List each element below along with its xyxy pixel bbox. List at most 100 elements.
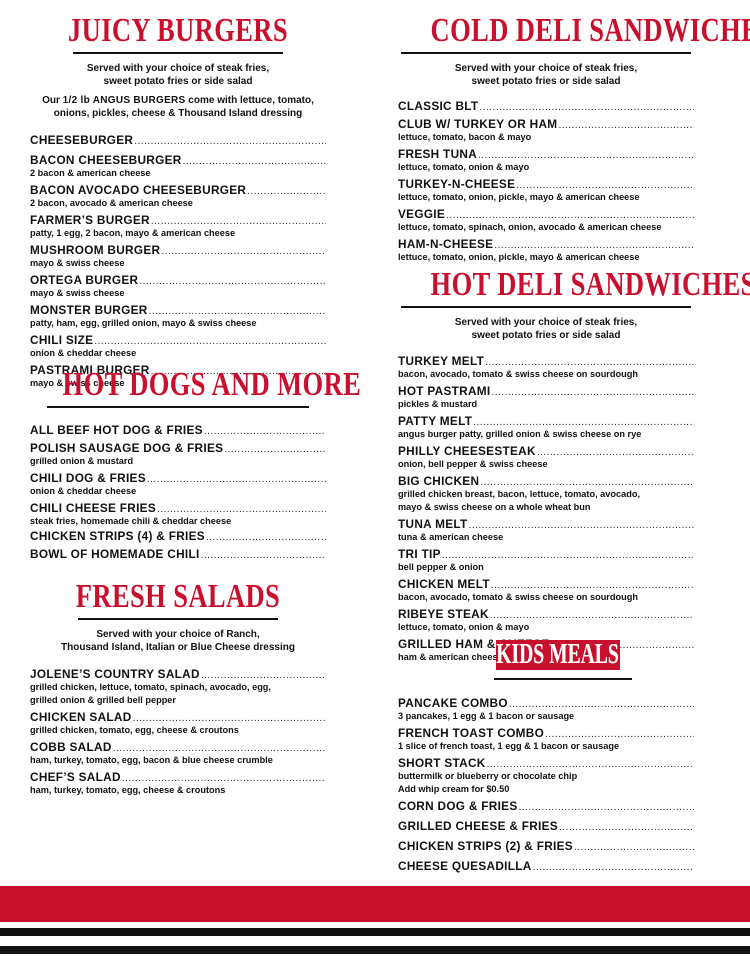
item-name: HAM-N-CHEESE <box>398 237 494 251</box>
menu-item: PANCAKE COMBO 3 pancakes, 1 egg & 1 baco… <box>398 696 694 722</box>
item-description: grilled onion & grilled bell pepper <box>30 695 176 705</box>
section-note: Served with your choice of steak fries, … <box>30 63 326 88</box>
item-description: patty, ham, egg, grilled onion, mayo & s… <box>30 318 257 328</box>
menu-item: HAM-N-CHEESE lettuce, tomato, onion, pic… <box>398 237 694 263</box>
menu-item: FARMER’S BURGER patty, 1 egg, 2 bacon, m… <box>30 213 326 239</box>
item-name: PHILLY CHEESESTEAK <box>398 444 536 458</box>
menu-item: CHEESEBURGER <box>30 133 326 149</box>
hot-dogs-title: Hot Dogs and More <box>62 366 362 403</box>
item-description: Add whip cream for $0.50 <box>398 784 510 794</box>
menu-item: CHEF’S SALAD ham, turkey, tomato, egg, c… <box>30 770 326 796</box>
menu-item: JOLENE’S COUNTRY SALAD grilled chicken, … <box>30 667 326 706</box>
item-name: ORTEGA BURGER <box>30 273 139 287</box>
menu-list: ALL BEEF HOT DOG & FRIES POLISH SAUSAGE … <box>30 423 326 563</box>
dot-leader <box>442 549 694 563</box>
item-name: CLUB W/ TURKEY OR HAM <box>398 117 558 131</box>
dot-leader <box>574 841 694 855</box>
item-description: grilled chicken, lettuce, tomato, spinac… <box>30 682 271 692</box>
menu-item: FRESH TUNA lettuce, tomato, onion & mayo <box>398 147 694 173</box>
dot-leader <box>558 119 694 133</box>
dot-leader <box>224 443 326 457</box>
item-name: CHEESE QUESADILLA <box>398 859 532 873</box>
menu-item: RIBEYE STEAK lettuce, tomato, onion & ma… <box>398 607 694 633</box>
item-name: CHILI DOG & FRIES <box>30 471 146 485</box>
menu-item: CLASSIC BLT <box>398 99 694 115</box>
menu-item: CORN DOG & FRIES <box>398 799 694 815</box>
item-name: CORN DOG & FRIES <box>398 799 518 813</box>
item-description: mayo & swiss cheese on a whole wheat bun <box>398 502 591 512</box>
section-note: Served with your choice of steak fries, … <box>398 317 694 342</box>
note-line: Our 1/2 lb ANGUS BURGERS come with lettu… <box>42 95 314 106</box>
dot-leader <box>151 215 326 229</box>
item-description: grilled chicken, tomato, egg, cheese & c… <box>30 725 239 735</box>
menu-item: BACON CHEESEBURGER 2 bacon & american ch… <box>30 153 326 179</box>
menu-item: BACON AVOCADO CHEESEBURGER 2 bacon, avoc… <box>30 183 326 209</box>
menu-item: CLUB W/ TURKEY OR HAM lettuce, tomato, b… <box>398 117 694 143</box>
dot-leader <box>94 335 326 349</box>
item-name: JOLENE’S COUNTRY SALAD <box>30 667 200 681</box>
dot-leader <box>485 356 694 370</box>
note-line: Served with your choice of Ranch, <box>96 629 260 640</box>
item-name: CHICKEN STRIPS (2) & FRIES <box>398 839 573 853</box>
title-rule <box>78 618 278 620</box>
item-name: ALL BEEF HOT DOG & FRIES <box>30 423 203 437</box>
kids-meals-banner: Kids Meals <box>496 639 620 670</box>
dot-leader <box>133 712 326 726</box>
item-name: PATTY MELT <box>398 414 473 428</box>
item-description: grilled chicken breast, bacon, lettuce, … <box>398 489 641 499</box>
dot-leader <box>479 101 694 115</box>
dot-leader <box>247 185 326 199</box>
item-description: steak fries, homemade chili & cheddar ch… <box>30 516 232 526</box>
menu-list: PANCAKE COMBO 3 pancakes, 1 egg & 1 baco… <box>398 696 694 875</box>
dot-leader <box>487 758 694 772</box>
item-name: VEGGIE <box>398 207 446 221</box>
item-name: SHORT STACK <box>398 756 486 770</box>
item-name: TRI TIP <box>398 547 441 561</box>
title-rule <box>73 52 283 54</box>
footer-black-stripe <box>0 946 750 954</box>
item-name: PANCAKE COMBO <box>398 696 508 710</box>
note-line: sweet potato fries or side salad <box>471 75 621 87</box>
item-description: onion & cheddar cheese <box>30 486 137 496</box>
item-description: angus burger patty, grilled onion & swis… <box>398 429 642 439</box>
note-line: Served with your choice of steak fries, <box>86 63 270 74</box>
menu-item: PHILLY CHEESESTEAK onion, bell pepper & … <box>398 444 694 470</box>
dot-leader <box>494 239 694 253</box>
title-rule <box>401 52 691 54</box>
menu-item: ORTEGA BURGER mayo & swiss cheese <box>30 273 326 299</box>
dot-leader <box>113 742 326 756</box>
item-name: FRENCH TOAST COMBO <box>398 726 545 740</box>
item-description: grilled onion & mustard <box>30 456 134 466</box>
item-description: bacon, avocado, tomato & swiss cheese on… <box>398 369 638 379</box>
item-name: FARMER’S BURGER <box>30 213 150 227</box>
menu-item: VEGGIE lettuce, tomato, spinach, onion, … <box>398 207 694 233</box>
cold-deli-section: Cold Deli Sandwiches Served with your ch… <box>398 12 750 263</box>
item-description: mayo & swiss cheese <box>30 378 125 388</box>
menu-list: CHEESEBURGER BACON CHEESEBURGER 2 bacon … <box>30 133 326 389</box>
item-name: TURKEY-N-CHEESE <box>398 177 516 191</box>
dot-leader <box>204 425 326 439</box>
menu-item: TUNA MELT tuna & american cheese <box>398 517 694 543</box>
item-description: 2 bacon, avocado & american cheese <box>30 198 193 208</box>
dot-leader <box>509 698 694 712</box>
item-description: ham, turkey, tomato, egg, cheese & crout… <box>30 785 226 795</box>
menu-item: CHILI CHEESE FRIES steak fries, homemade… <box>30 501 326 527</box>
item-description: lettuce, tomato, bacon & mayo <box>398 132 532 142</box>
menu-item: COBB SALAD ham, turkey, tomato, egg, bac… <box>30 740 326 766</box>
menu-item: BIG CHICKEN grilled chicken breast, baco… <box>398 474 694 513</box>
angus-note: Our 1/2 lb ANGUS BURGERS come with lettu… <box>30 95 326 120</box>
footer-black-stripe <box>0 928 750 936</box>
cold-deli-title: Cold Deli Sandwiches <box>430 12 750 49</box>
item-name: HOT PASTRAMI <box>398 384 491 398</box>
fresh-salads-section: Fresh Salads Served with your choice of … <box>30 580 326 796</box>
section-note: Served with your choice of Ranch, Thousa… <box>30 629 326 654</box>
item-name: POLISH SAUSAGE DOG & FRIES <box>30 441 224 455</box>
menu-item: HOT PASTRAMI pickles & mustard <box>398 384 694 410</box>
dot-leader <box>480 476 694 490</box>
item-name: CHICKEN SALAD <box>30 710 132 724</box>
item-name: CHEESEBURGER <box>30 133 134 147</box>
dot-leader <box>446 209 694 223</box>
item-description: lettuce, tomato, onion & mayo <box>398 162 530 172</box>
dot-leader <box>516 179 694 193</box>
menu-item: SHORT STACK buttermilk or blueberry or c… <box>398 756 694 795</box>
